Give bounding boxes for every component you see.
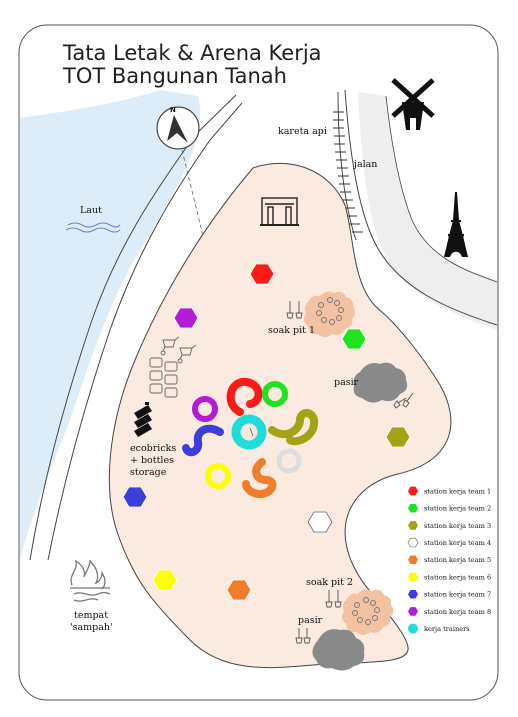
shovel-icon bbox=[325, 590, 342, 608]
compass-north-label: N bbox=[170, 106, 176, 114]
sandbag-icon bbox=[149, 357, 178, 398]
legend-label: station kerja team 1 bbox=[424, 487, 491, 495]
legend-item: station kerja team 4 bbox=[407, 537, 491, 548]
wave-icon bbox=[65, 222, 121, 233]
station-team-4[interactable] bbox=[307, 511, 333, 533]
legend-item: station kerja team 7 bbox=[408, 589, 491, 599]
windmill-icon bbox=[391, 78, 435, 130]
shovel-icon bbox=[393, 392, 414, 409]
legend-label: station kerja team 7 bbox=[424, 591, 491, 599]
railway-label: kareta api bbox=[278, 126, 327, 137]
legend-swatch bbox=[408, 607, 418, 616]
station-team-5[interactable] bbox=[226, 579, 252, 601]
soak-pit-2-label: soak pit 2 bbox=[306, 577, 353, 588]
legend-label: station kerja team 8 bbox=[424, 608, 491, 616]
ring-team-6[interactable] bbox=[205, 463, 231, 489]
sea-label: Laut bbox=[80, 205, 102, 216]
ring-team-2[interactable] bbox=[262, 381, 288, 407]
hook-team-7[interactable] bbox=[182, 424, 224, 457]
shore-line-outer bbox=[29, 94, 237, 561]
legend-label: station kerja team 5 bbox=[424, 556, 491, 564]
legend-item: kerja trainers bbox=[408, 623, 470, 634]
legend-label: kerja trainers bbox=[424, 625, 470, 633]
legend-swatch bbox=[408, 486, 418, 496]
soak-pit-2 bbox=[341, 589, 394, 635]
hook-team-3[interactable] bbox=[268, 409, 319, 446]
gate-icon bbox=[260, 197, 299, 226]
station-team-6[interactable] bbox=[152, 569, 178, 591]
station-team-2[interactable] bbox=[341, 328, 367, 350]
shore-line-inner bbox=[47, 102, 243, 561]
map-title-line-1: Tata Letak & Arena Kerja bbox=[62, 41, 322, 65]
station-team-8[interactable] bbox=[173, 307, 199, 329]
road-edge-left bbox=[344, 89, 498, 326]
wheelbarrow-icon bbox=[160, 336, 197, 364]
fire-icon bbox=[70, 559, 111, 602]
station-team-3[interactable] bbox=[385, 426, 411, 448]
legend-swatch bbox=[408, 589, 418, 599]
legend-swatch bbox=[408, 572, 418, 582]
legend-swatch bbox=[408, 623, 418, 634]
hook-team-5[interactable] bbox=[242, 458, 277, 499]
sand-2-label: pasir bbox=[298, 615, 323, 626]
legend-item: station kerja team 1 bbox=[408, 486, 491, 496]
sea-area bbox=[20, 90, 201, 560]
station-team-1[interactable] bbox=[249, 263, 275, 285]
station-team-7[interactable] bbox=[122, 486, 148, 508]
shovel-icon bbox=[295, 628, 311, 644]
hook-team-1[interactable] bbox=[226, 378, 263, 416]
legend-item: station kerja team 3 bbox=[408, 521, 491, 530]
eiffel-tower-icon bbox=[444, 192, 468, 257]
arena-area bbox=[108, 162, 452, 669]
legend-label: station kerja team 6 bbox=[424, 573, 491, 581]
soak-pit-1-label: soak pit 1 bbox=[268, 325, 315, 336]
legend-item: station kerja team 8 bbox=[408, 607, 491, 616]
legend-swatch bbox=[407, 537, 419, 548]
legend-label: station kerja team 3 bbox=[424, 522, 491, 530]
ring-team-8[interactable] bbox=[192, 396, 218, 422]
legend-item: station kerja team 2 bbox=[408, 503, 491, 513]
shovel-icon bbox=[286, 301, 303, 319]
legend-swatch bbox=[408, 503, 418, 513]
legend-swatch bbox=[408, 521, 418, 530]
compass-icon: N bbox=[156, 106, 200, 150]
ring-team-4[interactable] bbox=[276, 448, 302, 474]
bottle-icon bbox=[134, 402, 152, 437]
trash-label-line-1: tempat bbox=[74, 610, 108, 621]
map-title-line-2: TOT Bangunan Tanah bbox=[62, 64, 287, 88]
ecobricks-label-line-1: ecobricks bbox=[130, 443, 176, 454]
road-edge-right bbox=[385, 95, 498, 283]
ecobricks-label-line-3: storage bbox=[130, 467, 167, 478]
sand-pile-icon bbox=[312, 629, 365, 671]
legend-swatch bbox=[408, 555, 418, 565]
railway-line bbox=[333, 91, 363, 241]
trainers-marker bbox=[249, 427, 254, 437]
legend: station kerja team 1 station kerja team 2… bbox=[407, 486, 491, 634]
legend-item: station kerja team 6 bbox=[408, 572, 491, 582]
ring-trainers[interactable] bbox=[231, 414, 267, 450]
legend-label: station kerja team 2 bbox=[424, 505, 491, 513]
sand-1-label: pasir bbox=[334, 377, 359, 388]
legend-label: station kerja team 4 bbox=[424, 539, 491, 547]
soak-pit-1 bbox=[303, 291, 356, 337]
road-area bbox=[358, 92, 497, 330]
sand-pile-icon bbox=[353, 362, 408, 403]
road-label: jalan bbox=[353, 159, 377, 170]
trash-label-line-2: 'sampah' bbox=[70, 622, 113, 633]
legend-item: station kerja team 5 bbox=[408, 555, 491, 564]
ecobricks-label-line-2: + bottles bbox=[130, 455, 174, 466]
